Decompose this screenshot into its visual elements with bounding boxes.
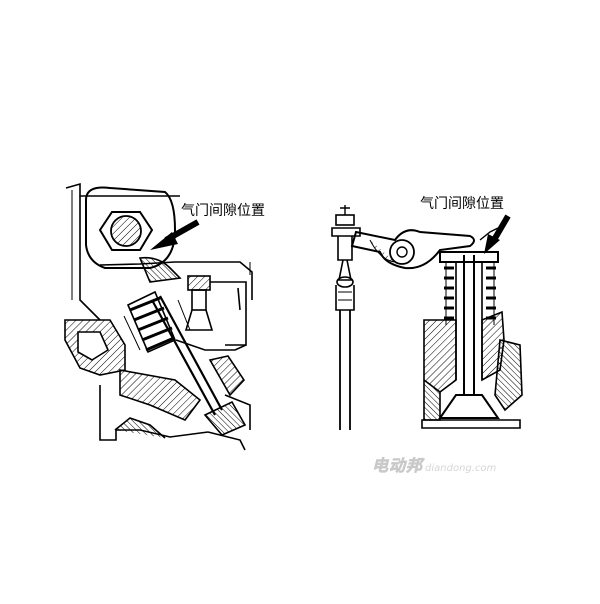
right-engine-diagram <box>331 205 523 430</box>
valve-clearance-label-left: 气门间隙位置 <box>181 203 265 219</box>
arrow-right <box>484 214 511 254</box>
left-engine-diagram <box>64 182 253 451</box>
watermark-url: diandong.com <box>425 463 497 474</box>
valve-spring-right <box>444 262 496 325</box>
rocker-arm <box>350 229 475 270</box>
arrow-left <box>150 219 200 250</box>
valve-clearance-label-right: 气门间隙位置 <box>420 196 504 212</box>
camshaft <box>98 211 154 251</box>
pushrod <box>335 259 355 430</box>
valve-spring-left <box>123 290 191 354</box>
watermark-logo: 电动邦 <box>372 456 424 476</box>
